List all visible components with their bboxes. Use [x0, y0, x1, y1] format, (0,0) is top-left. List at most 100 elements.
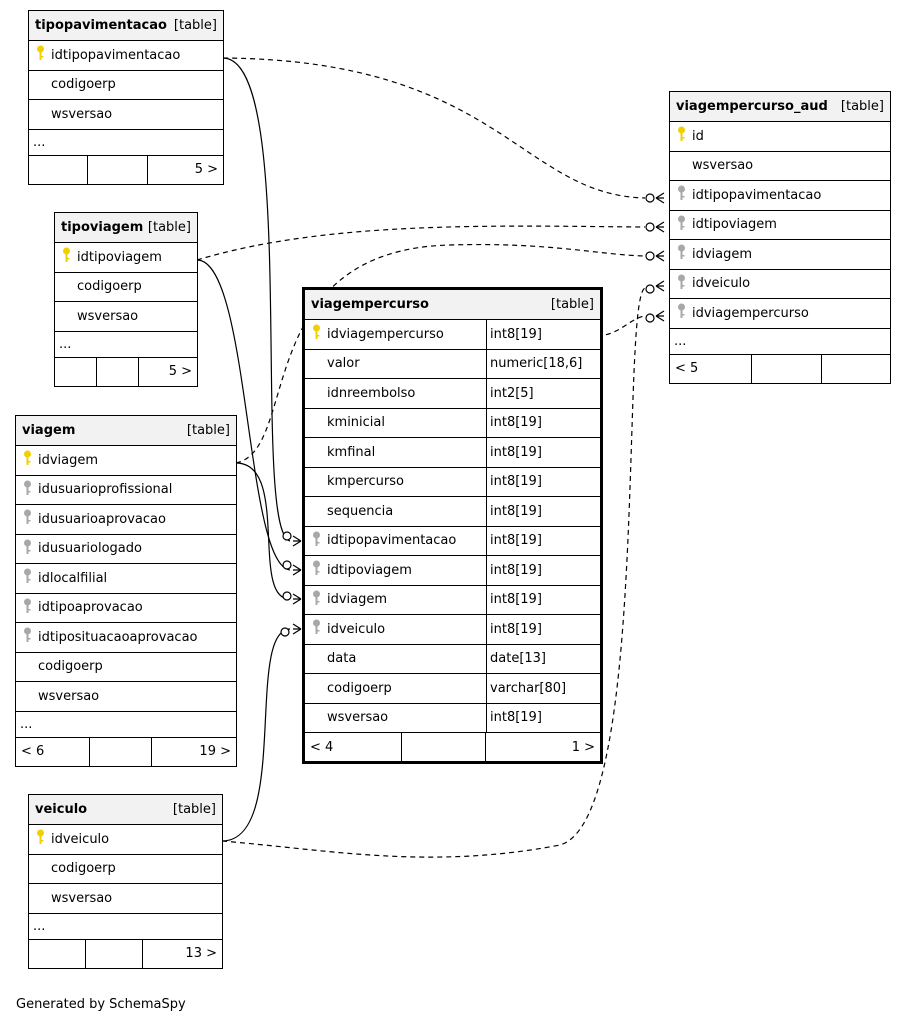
link-viagempercurso-aud — [596, 315, 646, 337]
column-row[interactable]: wsversao — [29, 100, 223, 130]
table-tipopavimentacao[interactable]: tipopavimentacao [table] idtipopavimenta… — [28, 10, 224, 185]
row-count[interactable] — [752, 354, 822, 383]
more-columns[interactable]: ... — [16, 712, 236, 738]
table-header[interactable]: tipoviagem [table] — [55, 213, 197, 243]
row-count[interactable] — [86, 939, 143, 968]
parent-count[interactable]: < 4 — [305, 733, 402, 761]
column-name: idviagempercurso — [692, 305, 809, 321]
column-row[interactable]: codigoerp — [55, 273, 197, 302]
child-count[interactable]: 5 > — [168, 364, 192, 379]
column-name: codigoerp — [38, 659, 103, 675]
column-name: id — [692, 128, 704, 144]
table-header[interactable]: viagem [table] — [16, 416, 236, 446]
column-row[interactable]: codigoerp — [29, 855, 222, 884]
more-columns[interactable]: ... — [29, 130, 223, 156]
foreign-key-icon — [23, 480, 32, 500]
column-name: codigoerp — [51, 77, 116, 93]
table-header[interactable]: veiculo [table] — [29, 795, 222, 825]
column-type: int8[19] — [486, 497, 600, 526]
table-name: viagempercurso — [311, 297, 429, 312]
column-name: idviagem — [692, 246, 753, 262]
child-count[interactable]: 1 > — [571, 739, 595, 755]
child-count[interactable]: 19 > — [199, 744, 231, 759]
table-header[interactable]: tipopavimentacao [table] — [29, 11, 223, 41]
link-viagem-viagempercurso — [235, 462, 291, 600]
column-row[interactable]: idveiculo — [670, 270, 890, 299]
primary-key-icon — [36, 829, 45, 849]
column-row[interactable]: wsversao — [670, 152, 890, 181]
column-row[interactable]: idusuariologado — [16, 535, 236, 564]
column-type: int8[19] — [486, 615, 600, 644]
more-columns[interactable]: ... — [670, 329, 890, 355]
table-name: viagempercurso_aud — [676, 99, 828, 114]
table-viagempercurso-aud[interactable]: viagempercurso_aud [table] id wsversao i… — [669, 91, 891, 384]
column-row[interactable]: idlocalfilial — [16, 564, 236, 594]
parent-count[interactable] — [55, 357, 97, 386]
table-header[interactable]: viagempercurso_aud [table] — [670, 92, 890, 122]
primary-key-icon — [36, 45, 45, 65]
column-type: int8[19] — [486, 467, 600, 496]
column-row[interactable]: idusuarioprofissional — [16, 476, 236, 505]
child-count[interactable]: 13 > — [185, 946, 217, 961]
column-row[interactable]: codigoerp — [16, 653, 236, 682]
parent-count[interactable]: < 5 — [670, 354, 752, 383]
foreign-key-icon — [677, 215, 686, 235]
column-row[interactable]: wsversao — [16, 682, 236, 712]
primary-key-icon — [23, 450, 32, 470]
foreign-key-icon — [677, 185, 686, 205]
table-header[interactable]: viagempercurso [table] — [305, 290, 600, 320]
column-name: codigoerp — [77, 279, 142, 295]
column-row[interactable]: idtipopavimentacao — [29, 41, 223, 71]
column-row[interactable]: wsversao — [29, 884, 222, 914]
column-row[interactable]: idtipoviagem — [670, 211, 890, 240]
table-name: tipopavimentacao — [35, 18, 167, 33]
parent-count[interactable] — [29, 155, 89, 184]
column-row[interactable]: idtiposituacaoaprovacao — [16, 623, 236, 653]
child-count[interactable]: 5 > — [194, 162, 218, 177]
more-columns[interactable]: ... — [29, 914, 222, 940]
parent-count[interactable] — [29, 939, 86, 968]
foreign-key-icon — [312, 590, 321, 610]
table-tipoviagem[interactable]: tipoviagem [table] idtipoviagem codigoer… — [54, 212, 198, 387]
child-count[interactable] — [822, 355, 890, 383]
column-row[interactable]: idtipopavimentacao — [670, 181, 890, 211]
parent-count[interactable]: < 6 — [16, 737, 90, 766]
column-row[interactable]: idviagempercurso — [670, 299, 890, 329]
column-row[interactable]: wsversao — [55, 302, 197, 332]
column-type: int8[19] — [486, 526, 600, 555]
column-row[interactable]: idviagem — [16, 446, 236, 476]
row-count[interactable] — [88, 155, 148, 184]
column-name: idveiculo — [51, 831, 110, 847]
column-row[interactable]: idtipoviagem — [55, 243, 197, 273]
table-veiculo[interactable]: veiculo [table] idveiculo codigoerp wsve… — [28, 794, 223, 969]
row-count[interactable] — [90, 737, 152, 766]
column-row[interactable]: idtipoaprovacao — [16, 594, 236, 623]
row-count[interactable] — [402, 733, 486, 761]
column-name: idviagem — [327, 592, 388, 608]
link-tipoviagem-viagempercurso — [196, 259, 291, 571]
column-row[interactable]: idviagem — [670, 240, 890, 270]
more-columns[interactable]: ... — [55, 332, 197, 358]
row-count[interactable] — [97, 357, 139, 386]
column-row[interactable]: id — [670, 122, 890, 152]
column-row[interactable]: idveiculo — [29, 825, 222, 855]
column-row[interactable]: idusuarioaprovacao — [16, 505, 236, 535]
column-row[interactable]: codigoerp — [29, 71, 223, 100]
table-viagem[interactable]: viagem [table] idviagem idusuarioprofiss… — [15, 415, 237, 767]
table-type: [table] — [173, 18, 217, 33]
